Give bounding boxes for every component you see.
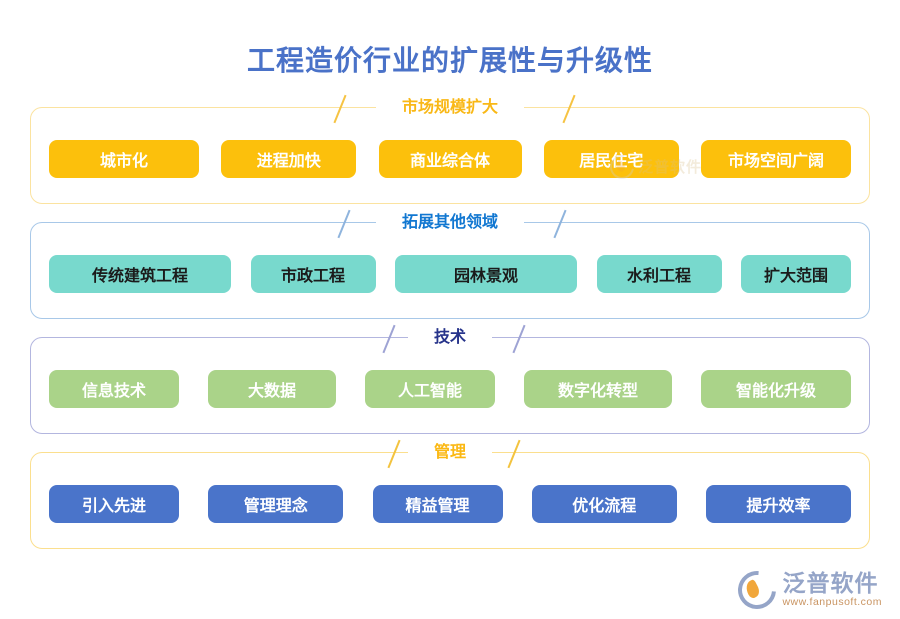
pill-item[interactable]: 进程加快 [221,139,357,178]
pill-item[interactable]: 精益管理 [372,484,503,523]
slash-accent-right-icon [512,324,526,354]
sections-container: 市场规模扩大 城市化 进程加快 商业综合体 居民住宅 市场空间广阔 拓展其他领域… [30,94,870,567]
pill-item[interactable]: 商业综合体 [378,139,522,178]
pill-item[interactable]: 人工智能 [365,369,495,408]
pill-item[interactable]: 传统建筑工程 [49,254,231,293]
slash-accent-right-icon [553,209,567,239]
section-header: 管理 [31,439,869,466]
pill-item[interactable]: 城市化 [49,139,199,178]
brand-website: www.fanpusoft.com [782,596,882,608]
section-technology: 技术 信息技术 大数据 人工智能 数字化转型 智能化升级 [30,324,870,434]
pill-row: 信息技术 大数据 人工智能 数字化转型 智能化升级 [49,369,851,408]
section-market-scale: 市场规模扩大 城市化 进程加快 商业综合体 居民住宅 市场空间广阔 [30,94,870,204]
slash-accent-left-icon [333,94,347,124]
brand-name: 泛普软件 [782,570,879,596]
section-header: 拓展其他领域 [31,209,869,236]
pill-item[interactable]: 水利工程 [596,254,722,293]
pill-item[interactable]: 智能化升级 [701,369,851,408]
section-other-fields: 拓展其他领域 传统建筑工程 市政工程 园林景观 水利工程 扩大范围 [30,209,870,319]
brand-text-group: 泛普软件 www.fanpusoft.com [782,572,882,608]
section-header: 技术 [31,324,869,351]
slash-accent-right-icon [562,94,576,124]
section-header: 市场规模扩大 [31,94,869,121]
pill-item[interactable]: 居民住宅 [543,139,679,178]
pill-row: 传统建筑工程 市政工程 园林景观 水利工程 扩大范围 [49,254,851,293]
pill-item[interactable]: 市场空间广阔 [701,139,851,178]
pill-item[interactable]: 信息技术 [49,369,179,408]
pill-row: 引入先进 管理理念 精益管理 优化流程 提升效率 [49,484,851,523]
pill-item[interactable]: 提升效率 [706,484,851,523]
slash-accent-right-icon [507,439,521,469]
slash-accent-left-icon [387,439,401,469]
section-management: 管理 引入先进 管理理念 精益管理 优化流程 提升效率 [30,439,870,549]
fanpu-logo-icon [730,562,785,617]
section-title: 市场规模扩大 [375,94,524,121]
slash-accent-left-icon [382,324,396,354]
pill-item[interactable]: 大数据 [208,369,336,408]
pill-item[interactable]: 扩大范围 [741,254,851,293]
section-title: 技术 [407,324,492,351]
section-title: 管理 [407,439,492,466]
brand-logo: 泛普软件 www.fanpusoft.com [730,562,882,617]
pill-item[interactable]: 管理理念 [208,484,344,523]
pill-item[interactable]: 市政工程 [250,254,376,293]
page-title: 工程造价行业的扩展性与升级性 [246,44,653,76]
pill-item[interactable]: 园林景观 [395,254,577,293]
pill-item[interactable]: 引入先进 [49,484,179,523]
section-title: 拓展其他领域 [375,209,524,236]
pill-item[interactable]: 优化流程 [531,484,677,523]
pill-item[interactable]: 数字化转型 [524,369,672,408]
slash-accent-left-icon [337,209,351,239]
pill-row: 城市化 进程加快 商业综合体 居民住宅 市场空间广阔 [49,139,851,178]
